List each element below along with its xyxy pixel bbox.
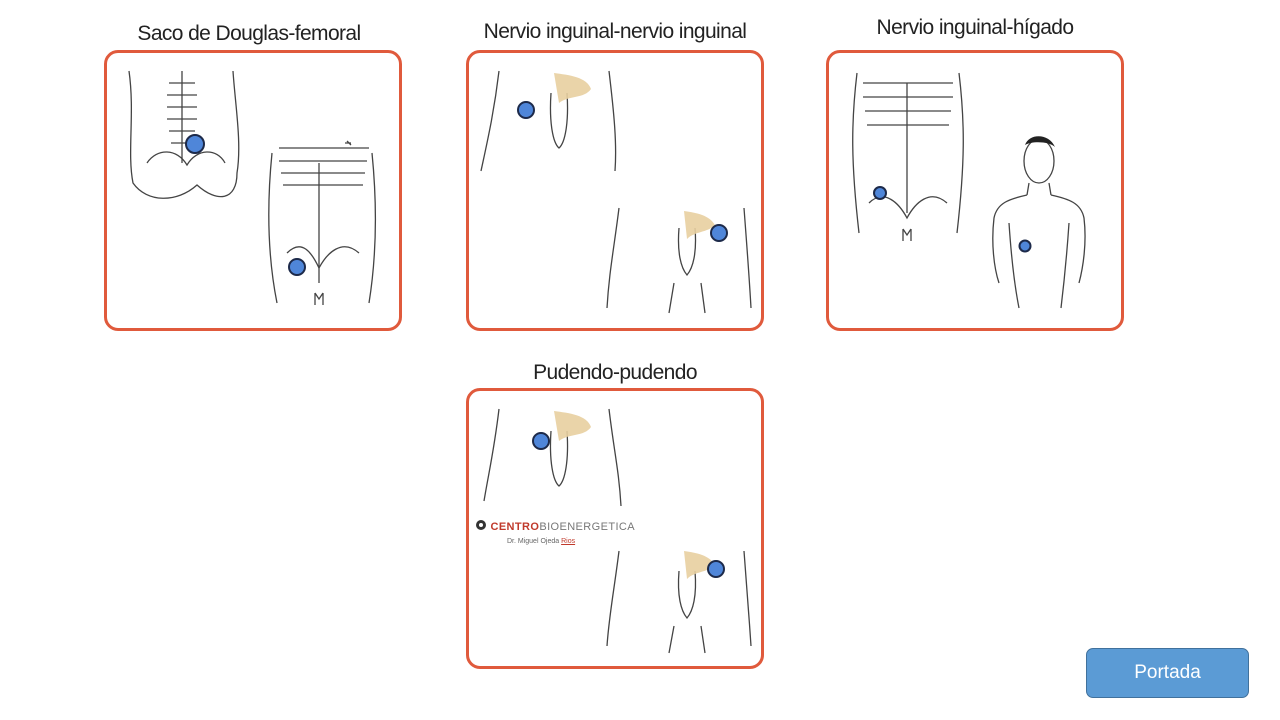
panel-inguinal-inguinal (466, 50, 764, 331)
panel-pudendo-pudendo: CENTROBIOENERGETICA Dr. Miguel Ojeda Rio… (466, 388, 764, 669)
anatomy-illustration (483, 408, 752, 654)
panel-saco-douglas-femoral (104, 50, 402, 331)
point-marker-icon (185, 134, 205, 154)
point-marker-icon (873, 186, 887, 200)
logo-bold-text: CENTRO (490, 521, 540, 533)
centro-bioenergetica-logo: CENTROBIOENERGETICA Dr. Miguel Ojeda Rio… (475, 519, 655, 545)
point-marker-icon (707, 560, 725, 578)
point-marker-icon (517, 101, 535, 119)
anatomy-illustration (128, 70, 377, 305)
anatomy-illustration (480, 70, 752, 314)
point-marker-icon (532, 432, 550, 450)
anatomy-illustration (852, 72, 1086, 309)
logo-mark-icon (476, 520, 486, 530)
panel-inguinal-higado (826, 50, 1124, 331)
portada-button[interactable]: Portada (1086, 648, 1249, 698)
logo-rest-text: BIOENERGETICA (539, 521, 635, 533)
panel-title-saco-douglas-femoral: Saco de Douglas-femoral (137, 22, 361, 45)
logo-byline-underlined: Rios (561, 538, 576, 545)
logo-byline: Dr. Miguel Ojeda (507, 538, 560, 545)
point-marker-icon (288, 258, 306, 276)
panel-title-inguinal-higado: Nervio inguinal-hígado (876, 16, 1075, 39)
point-marker-icon (710, 224, 728, 242)
panel-title-pudendo-pudendo: Pudendo-pudendo (533, 361, 697, 384)
point-marker-icon (1018, 239, 1032, 253)
panel-title-inguinal-inguinal: Nervio inguinal-nervio inguinal (483, 20, 747, 43)
